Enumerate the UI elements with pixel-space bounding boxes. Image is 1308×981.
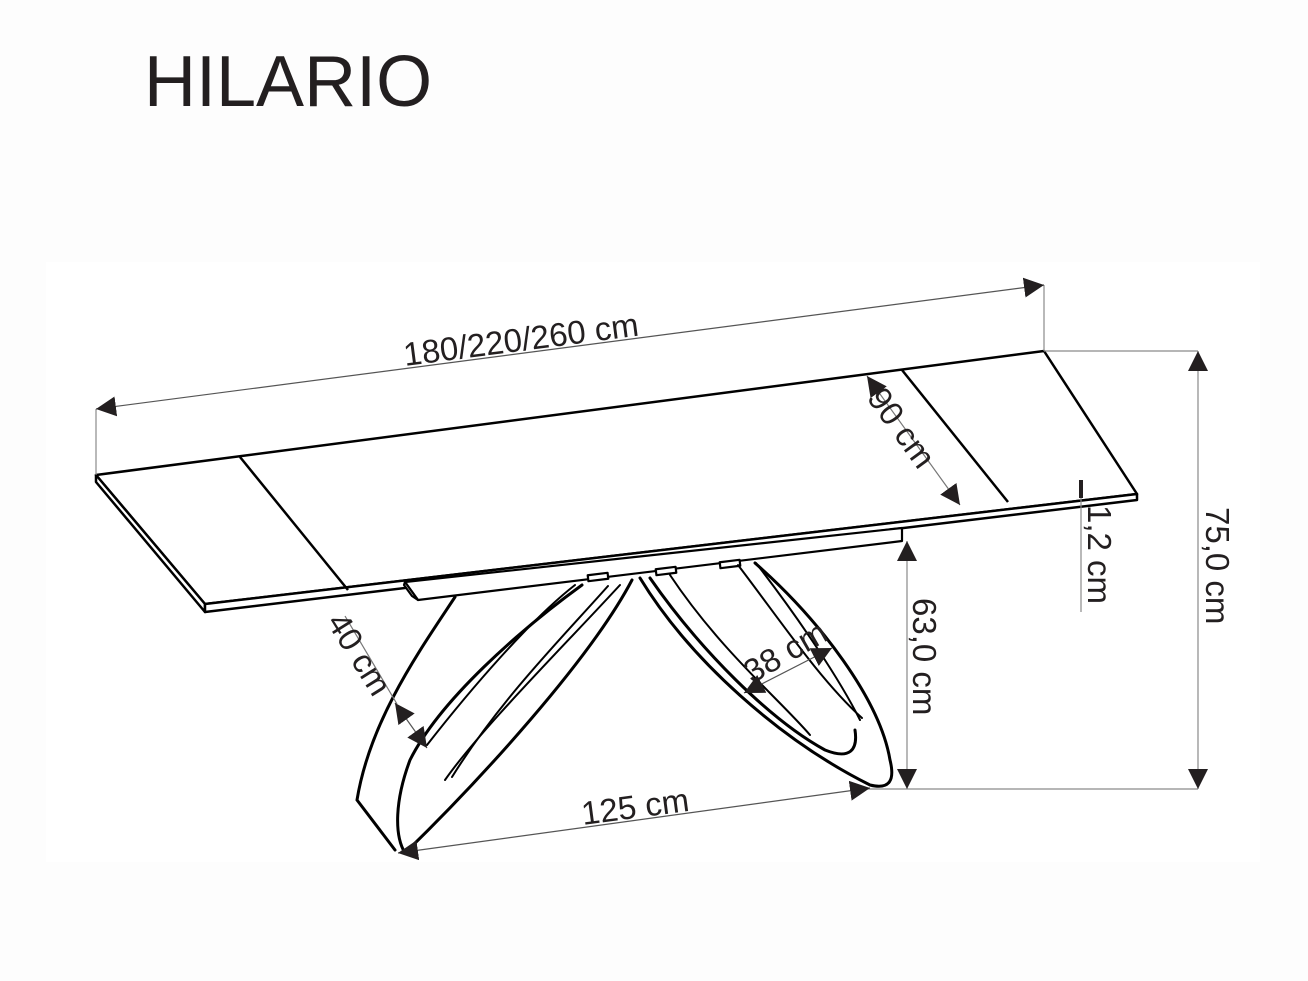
dimension-lines	[95, 277, 1208, 861]
length-label: 180/220/260 cm	[401, 306, 640, 373]
leg-width-left-label: 40 cm	[320, 606, 399, 702]
total-height-label: 75,0 cm	[1199, 507, 1236, 624]
right-leg	[638, 561, 894, 788]
product-title: HILARIO	[144, 42, 433, 122]
top-thickness-label: 1,2 cm	[1081, 505, 1118, 604]
leg-width-right-label: 38 cm	[737, 613, 833, 690]
frame-height-label: 63,0 cm	[906, 598, 943, 715]
leg-span-label: 125 cm	[579, 781, 691, 832]
